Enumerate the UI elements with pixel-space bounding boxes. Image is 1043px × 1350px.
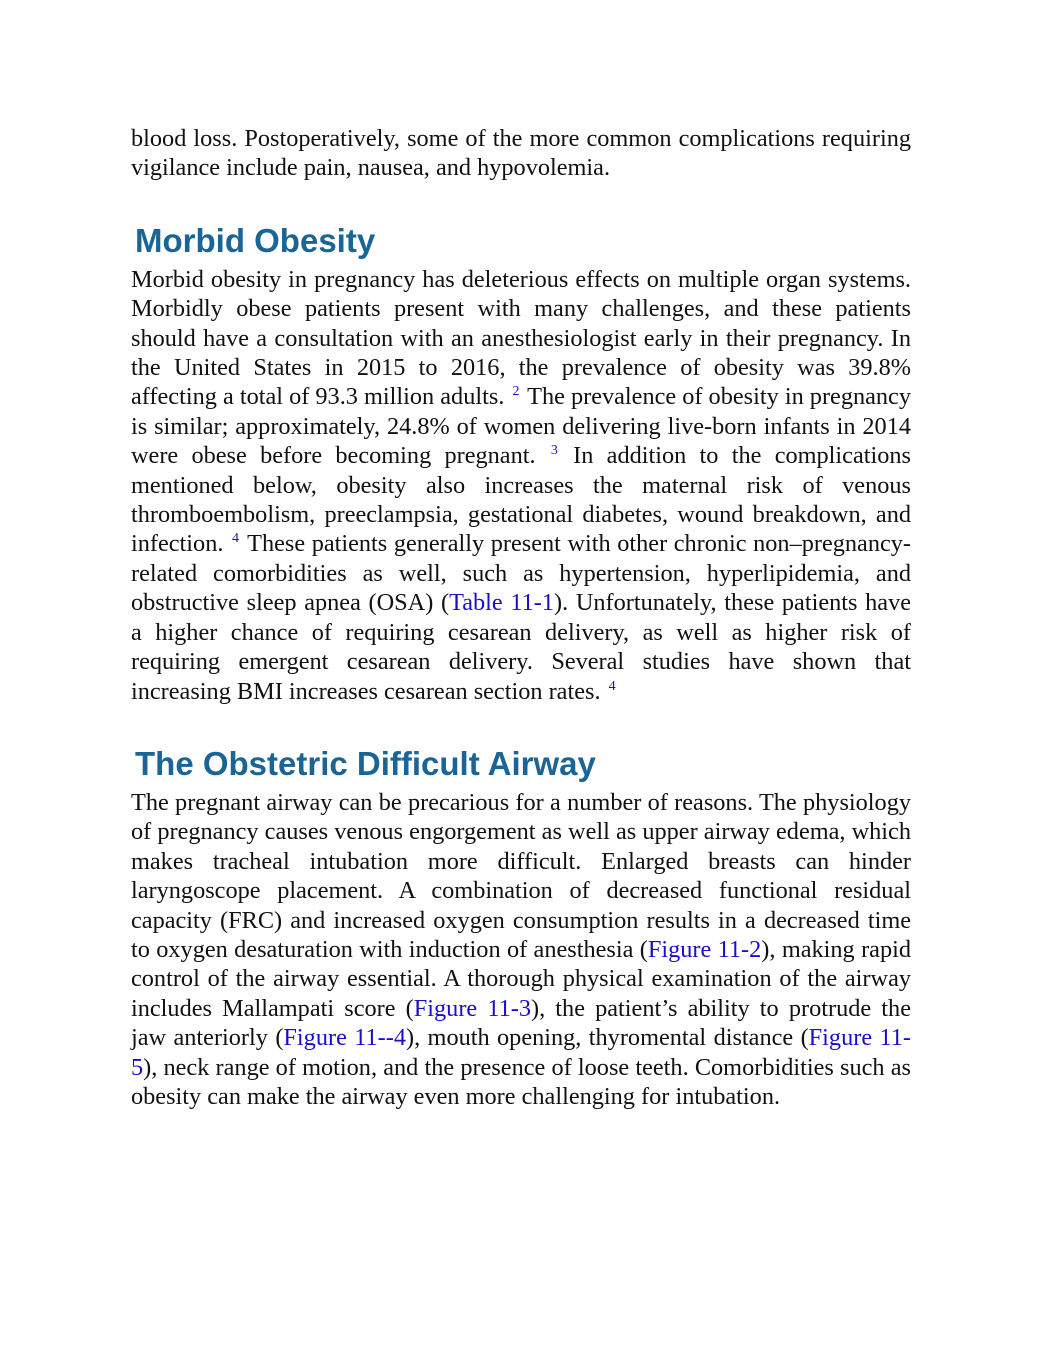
paragraph-text: ), making rapid control of the airway es…: [131, 935, 911, 1022]
table-11-1-link[interactable]: Table 11-1: [449, 589, 555, 617]
paragraph-text: The pregnant airway can be precarious fo…: [131, 788, 911, 963]
paragraph-text: ), neck range of motion, and the presenc…: [131, 1053, 911, 1110]
paragraph-text: ). Unfortunately, these patients have a …: [131, 589, 911, 705]
citation-link[interactable]: 3: [550, 443, 558, 459]
figure-11-3-link[interactable]: Figure 11-3: [413, 994, 531, 1022]
citation-link[interactable]: 2: [512, 384, 520, 400]
paragraph-text: These patients generally present with ot…: [131, 530, 911, 617]
morbid-obesity-paragraph: Morbid obesity in pregnancy has deleteri…: [131, 265, 911, 706]
paragraph-text: In addition to the complications mention…: [131, 442, 911, 558]
citation-link[interactable]: 4: [232, 531, 239, 547]
document-page: blood loss. Postoperatively, some of the…: [131, 124, 911, 1111]
section-heading-morbid-obesity: Morbid Obesity: [135, 221, 376, 259]
intro-paragraph: blood loss. Postoperatively, some of the…: [131, 124, 911, 183]
citation-link[interactable]: 4: [608, 678, 616, 694]
intro-text: blood loss. Postoperatively, some of the…: [131, 125, 911, 182]
paragraph-text: The prevalence of obesity in pregnancy i…: [131, 383, 911, 470]
difficult-airway-paragraph: The pregnant airway can be precarious fo…: [131, 788, 911, 1111]
section-heading-difficult-airway: The Obstetric Difficult Airway: [135, 744, 596, 782]
figure-11-2-link[interactable]: Figure 11-2: [647, 935, 762, 963]
figure-11-5-link[interactable]: Figure 11-5: [131, 1024, 911, 1081]
paragraph-text: Morbid obesity in pregnancy has deleteri…: [131, 265, 911, 411]
paragraph-text: ), mouth opening, thyromental distance (: [405, 1024, 809, 1052]
figure-11-4-link[interactable]: Figure 11--4: [283, 1024, 406, 1052]
paragraph-text: ), the patient’s ability to protrude the…: [131, 994, 911, 1052]
